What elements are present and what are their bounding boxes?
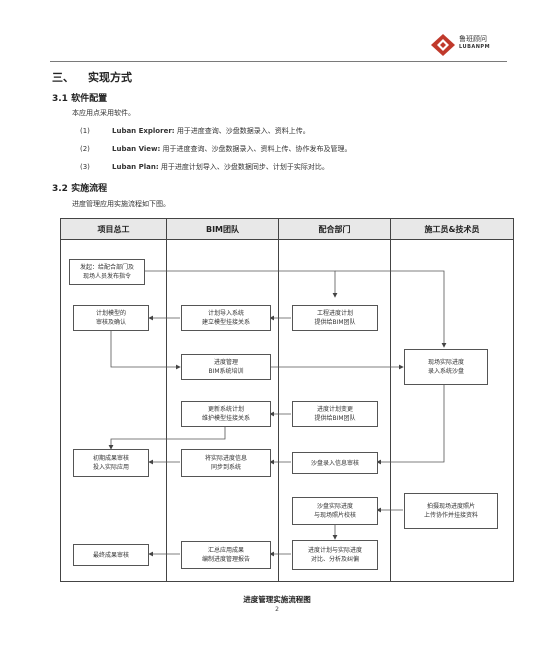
step-line: 现场人员发布指令 — [82, 273, 131, 280]
column-header-chief-engineer: 项目总工 — [61, 219, 166, 239]
step-compare-analyze: 进度计划与实际进度对比、分析及纠偏 — [292, 540, 378, 570]
page-number: 2 — [275, 606, 279, 613]
item-desc: 用于进度查询、沙盘数据录入、资料上传、协作发布及管理。 — [162, 145, 352, 153]
item-name: Luban Plan: — [112, 163, 159, 171]
step-line: 审核及确认 — [95, 319, 126, 326]
section-number: 三、 — [52, 71, 74, 84]
step-line: 编制进度管理报告 — [201, 556, 250, 563]
step-line: 计划模型的 — [95, 310, 126, 317]
step-line: 汇总应用成果 — [207, 547, 244, 554]
process-intro: 进度管理应用实施流程如下图。 — [72, 200, 170, 208]
step-line: 将实际进度信息 — [204, 455, 247, 462]
step-line: 进度计划与实际进度 — [307, 547, 362, 554]
step-line: 进度管理 — [213, 359, 238, 366]
step-line: 沙盘录入信息审核 — [310, 459, 359, 467]
step-sandbox-audit: 沙盘录入信息审核 — [292, 452, 378, 474]
column-header-constructors: 施工员&技术员 — [391, 219, 513, 239]
step-import-plan: 计划导入系统建立模型挂接关系 — [181, 305, 271, 331]
software-item-1: (1) Luban Explorer: 用于进度查询、沙盘数据录入、资料上传。 — [80, 126, 310, 136]
step-plan-change: 进度计划变更提供给BIM团队 — [292, 401, 378, 427]
figure-caption: 进度管理实施流程图 — [243, 595, 311, 604]
step-enter-actual-progress: 现场实际进度录入系统沙盘 — [404, 349, 488, 385]
step-line: 进度计划变更 — [316, 406, 353, 413]
item-num: (2) — [80, 145, 90, 153]
step-line: 提供给BIM团队 — [314, 319, 356, 326]
section-title: 实现方式 — [88, 71, 132, 84]
software-item-2: (2) Luban View: 用于进度查询、沙盘数据录入、资料上传、协作发布及管… — [80, 144, 352, 154]
step-line: 同步到系统 — [210, 464, 241, 471]
step-photo-check: 沙盘实际进度与现场照片校核 — [292, 497, 378, 525]
column-header-bim-team: BIM团队 — [167, 219, 278, 239]
step-initial-review: 初期成果审核投入实际应用 — [73, 449, 149, 477]
software-item-3: (3) Luban Plan: 用于进度计划导入、沙盘数据同步、计划于实际对比。 — [80, 162, 329, 172]
step-line: 对比、分析及纠偏 — [310, 556, 359, 563]
step-line: 初期成果审核 — [92, 455, 129, 462]
step-issue-instructions: 发起：给配合部门及现场人员发布指令 — [69, 259, 145, 285]
step-compile-report: 汇总应用成果编制进度管理报告 — [181, 541, 271, 569]
step-line: 拍摄现场进度照片 — [426, 503, 475, 510]
step-line: 最终成果审核 — [92, 551, 129, 559]
step-line: 上传协作并挂接资料 — [423, 512, 478, 519]
step-line: 计划导入系统 — [207, 310, 244, 317]
step-upload-photos: 拍摄现场进度照片上传协作并挂接资料 — [404, 493, 498, 529]
step-bim-training: 进度管理 BIM系统培训 — [181, 354, 271, 380]
software-heading: 3.1 软件配置 — [52, 94, 108, 104]
brand-en: LUBANPM — [459, 44, 491, 50]
item-desc: 用于进度计划导入、沙盘数据同步、计划于实际对比。 — [160, 163, 329, 171]
step-line: 发起：给配合部门及 — [79, 264, 134, 271]
step-line: 提供给BIM团队 — [314, 415, 356, 422]
step-line: BIM系统培训 — [208, 368, 244, 375]
step-line: 更新系统计划 — [207, 406, 244, 413]
step-line: 沙盘实际进度 — [316, 503, 353, 510]
step-line: 工程进度计划 — [316, 310, 353, 317]
step-line: 录入系统沙盘 — [427, 368, 464, 375]
step-line: 维护模型挂接关系 — [201, 415, 250, 422]
step-update-plan: 更新系统计划维护模型挂接关系 — [181, 401, 271, 427]
flowchart: 项目总工 BIM团队 配合部门 施工员&技术员 — [60, 218, 514, 582]
step-plan-model-review: 计划模型的审核及确认 — [73, 305, 149, 331]
step-line: 与现场照片校核 — [313, 512, 356, 519]
step-line: 投入实际应用 — [92, 464, 129, 471]
step-line: 现场实际进度 — [427, 359, 464, 366]
brand-cn: 鲁班顾问 — [459, 35, 487, 43]
lubanpm-logo-icon — [431, 34, 455, 56]
flowchart-lines — [61, 219, 513, 581]
column-header-cooperating-dept: 配合部门 — [279, 219, 390, 239]
item-num: (3) — [80, 163, 90, 171]
step-sync-actual: 将实际进度信息同步到系统 — [181, 449, 271, 477]
software-intro: 本应用点采用软件。 — [72, 109, 135, 117]
step-final-review: 最终成果审核 — [73, 544, 149, 566]
item-desc: 用于进度查询、沙盘数据录入、资料上传。 — [176, 127, 310, 135]
brand: 鲁班顾问 LUBANPM — [459, 35, 490, 51]
process-heading: 3.2 实施流程 — [52, 184, 108, 194]
item-num: (1) — [80, 127, 90, 135]
item-name: Luban View: — [112, 145, 161, 153]
step-provide-schedule: 工程进度计划提供给BIM团队 — [292, 305, 378, 331]
item-name: Luban Explorer: — [112, 127, 175, 135]
section-heading: 三、 实现方式 — [52, 69, 132, 85]
step-line: 建立模型挂接关系 — [201, 319, 250, 326]
header-divider — [50, 61, 507, 62]
